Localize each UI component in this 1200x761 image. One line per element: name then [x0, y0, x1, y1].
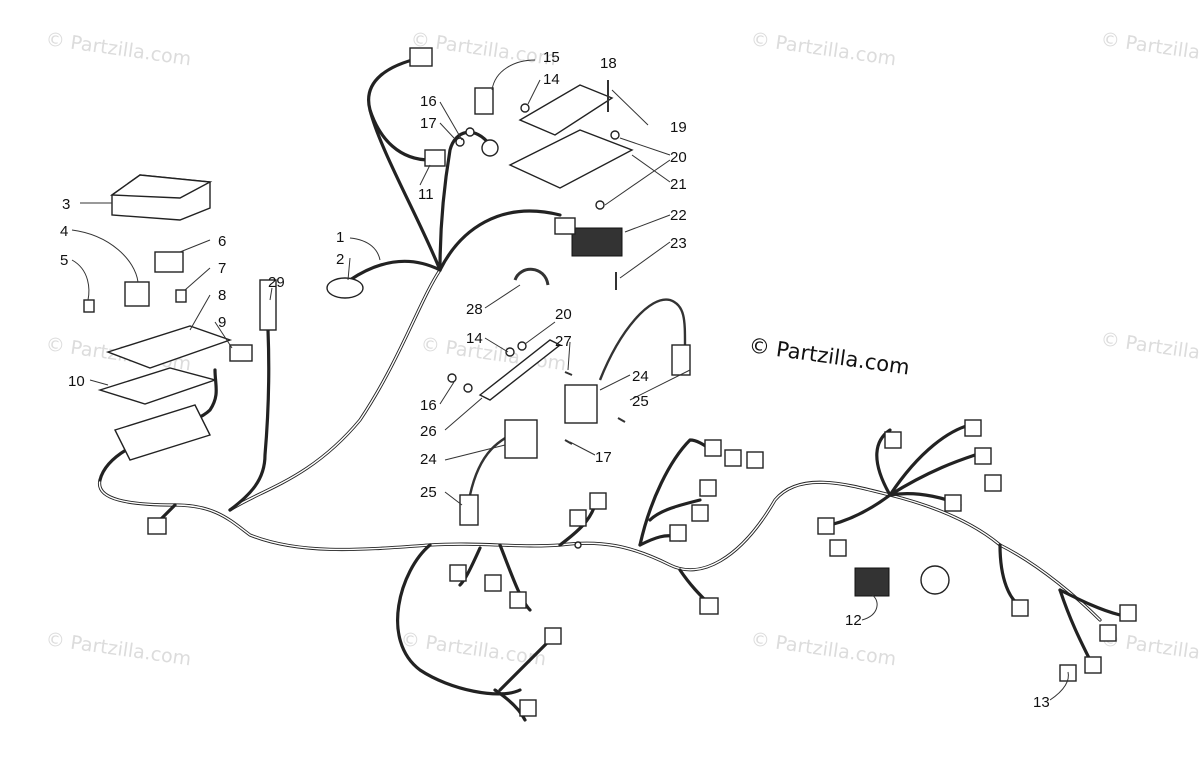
watermark: © Partzilla.com: [1099, 28, 1200, 70]
connector: [424, 149, 446, 167]
parts: [83, 47, 1137, 717]
cdi-module: [518, 84, 614, 136]
connector: [326, 277, 364, 299]
mini-fuse: [83, 299, 95, 313]
callout-22: 22: [670, 207, 687, 224]
brand-watermark: © Partzilla.com: [747, 333, 911, 379]
callout-9: 9: [218, 314, 226, 331]
mounting-plate: [508, 129, 634, 189]
callout-25: 25: [632, 393, 649, 410]
callout-14: 14: [466, 330, 483, 347]
fuse-block: [114, 404, 211, 461]
callout-18: 18: [600, 55, 617, 72]
connector: [229, 344, 253, 362]
callout-24: 24: [632, 368, 649, 385]
callout-16: 16: [420, 397, 437, 414]
callout-11: 11: [418, 186, 434, 203]
watermark: © Partzilla.com: [1099, 328, 1200, 370]
callout-10: 10: [68, 373, 85, 390]
fuse-panel: [105, 325, 233, 369]
oxygen-sensor: [259, 279, 277, 331]
spark-plug-cap: [671, 344, 691, 376]
relay: [124, 281, 150, 307]
callout-13: 13: [1033, 694, 1050, 711]
callout-8: 8: [218, 287, 226, 304]
callout-5: 5: [60, 252, 68, 269]
watermark: © Partzilla.com: [749, 628, 897, 670]
callout-25: 25: [420, 484, 437, 501]
callout-14: 14: [543, 71, 560, 88]
watermark: © Partzilla.com: [44, 628, 192, 670]
callout-19: 19: [670, 119, 687, 136]
callout-17: 17: [420, 115, 437, 132]
spark-plug-cap: [459, 494, 479, 526]
top-connector: [409, 47, 433, 67]
watermark: © Partzilla.com: [44, 28, 192, 70]
callouts: 1 2 3 4 5 6 7 8 9 10 11 12 13 14 14 15 1…: [60, 49, 1050, 711]
callout-4: 4: [60, 223, 68, 240]
callout-15: 15: [543, 49, 560, 66]
ignition-coil: [564, 384, 598, 424]
relay-small: [154, 251, 184, 273]
callout-1: 1: [336, 229, 344, 246]
callout-28: 28: [466, 301, 483, 318]
callout-29: 29: [268, 274, 285, 291]
callout-12: 12: [845, 612, 862, 629]
callout-2: 2: [336, 251, 344, 268]
callout-20: 20: [555, 306, 572, 323]
bulb-socket: [920, 565, 950, 595]
gasket: [97, 367, 218, 405]
callout-21: 21: [670, 176, 687, 193]
callout-27: 27: [555, 333, 572, 350]
connector: [854, 567, 890, 597]
callout-17: 17: [595, 449, 612, 466]
callout-7: 7: [218, 260, 226, 277]
callout-24: 24: [420, 451, 437, 468]
callout-23: 23: [670, 235, 687, 252]
callout-16: 16: [420, 93, 437, 110]
ignition-coil: [504, 419, 538, 459]
fuse: [175, 289, 187, 303]
callout-6: 6: [218, 233, 226, 250]
voltage-regulator: [571, 227, 623, 257]
bracket: [478, 339, 562, 401]
watermark: © Partzilla.com: [749, 28, 897, 70]
leader-lines: [71, 59, 1069, 701]
callout-26: 26: [420, 423, 437, 440]
callout-3: 3: [62, 196, 70, 213]
callout-20: 20: [670, 149, 687, 166]
bracket: [474, 87, 494, 115]
watermarks: © Partzilla.com © Partzilla.com © Partzi…: [44, 28, 1200, 670]
